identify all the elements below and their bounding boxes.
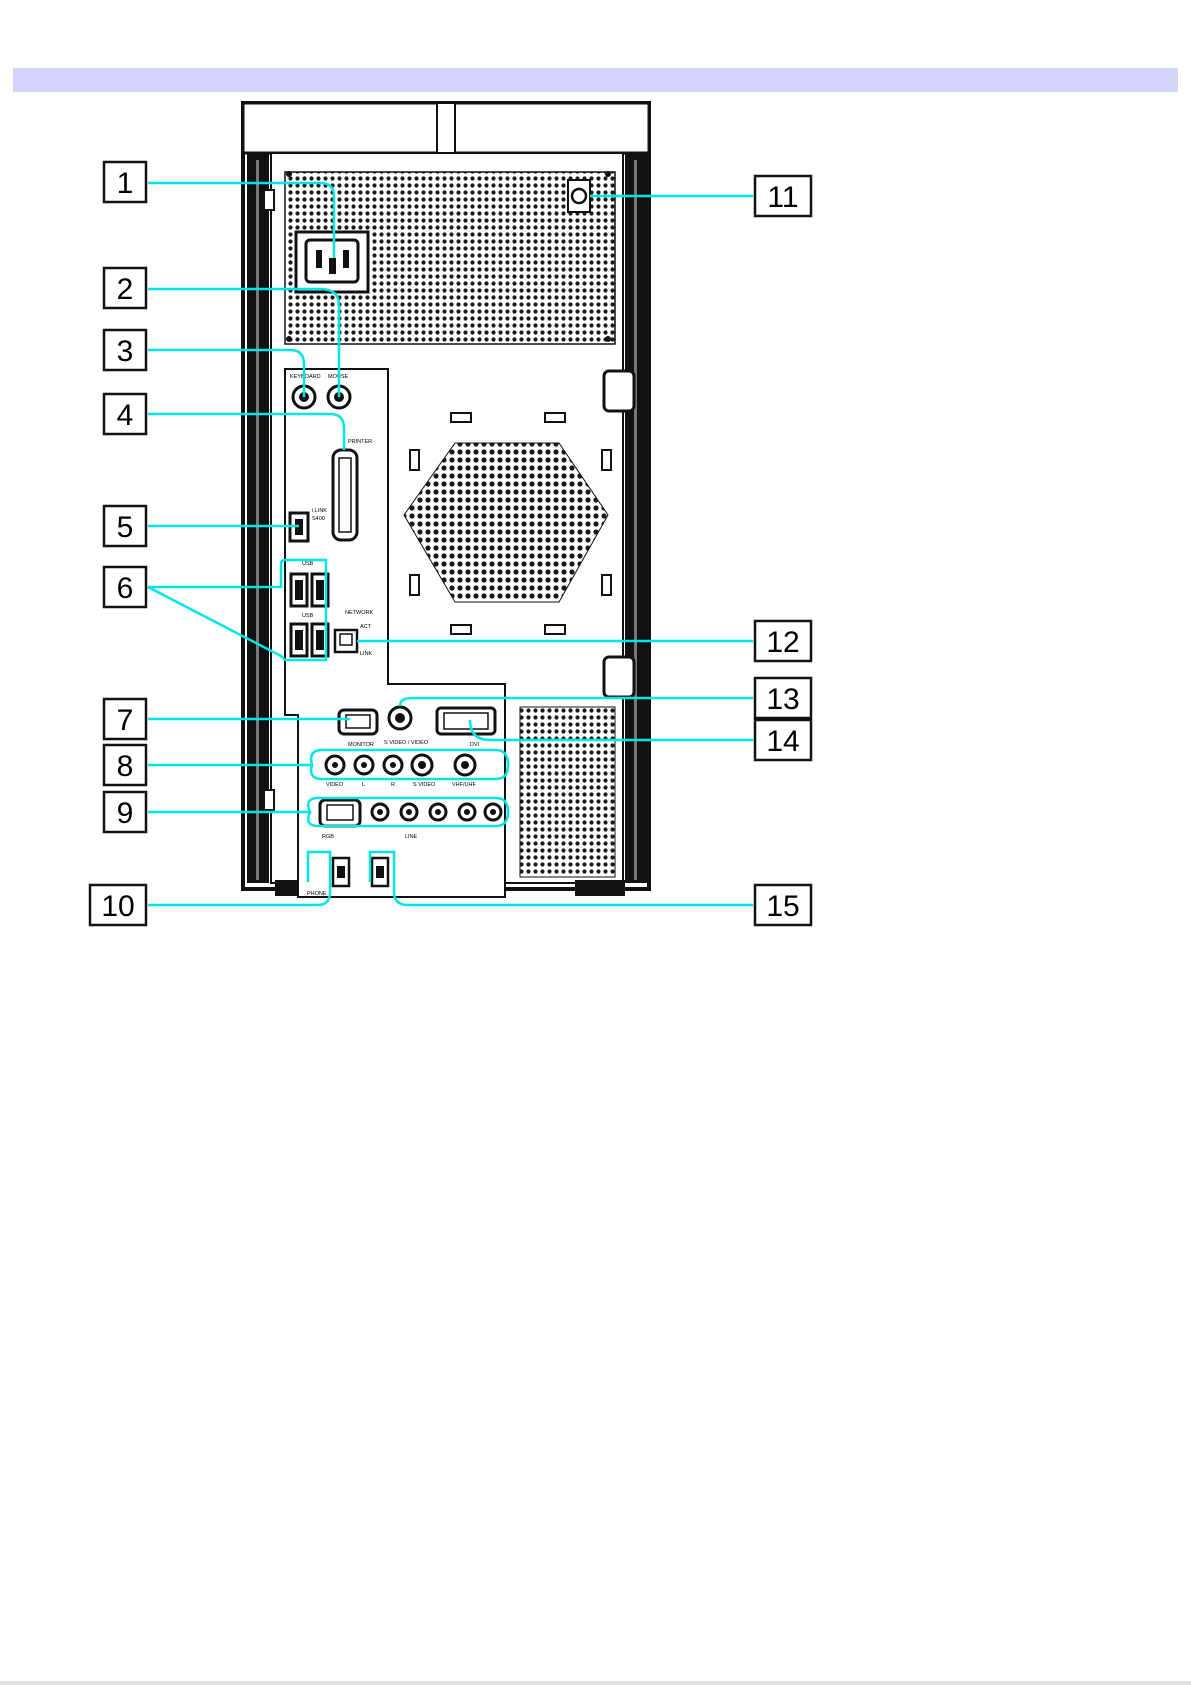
line-jack[interactable] [372,858,388,886]
svg-text:13: 13 [766,683,799,716]
callout-1: 1 [104,162,146,202]
callout-6: 6 [104,567,146,607]
svg-text:4: 4 [117,399,134,432]
svg-text:14: 14 [766,725,799,758]
svg-text:1: 1 [117,167,134,200]
av-r-label: R [391,782,395,788]
rgb-label: RGB [322,834,334,840]
svg-text:15: 15 [766,890,799,923]
rgb-input-port[interactable] [320,800,360,826]
svg-text:10: 10 [101,890,134,923]
callout-8: 8 [104,745,146,785]
usb-top-label: USB [302,561,314,567]
callout-4: 4 [104,394,146,434]
svideo-in-label: S VIDEO [413,782,436,788]
monitor-label: MONITOR [348,742,374,748]
callout-10: 10 [90,885,146,925]
act-label: ACT [360,624,372,630]
svg-text:5: 5 [117,511,134,544]
callout-15: 15 [755,885,811,925]
callout-3: 3 [104,330,146,370]
callout-9: 9 [104,792,146,832]
svg-text:8: 8 [117,750,134,783]
callout-12: 12 [755,621,811,661]
usb-bottom-label: USB [302,613,314,619]
svg-text:7: 7 [117,704,134,737]
network-label: NETWORK [345,610,373,616]
lower-vent [520,707,615,877]
svideo-out-label: S VIDEO / VIDEO [384,740,429,746]
svg-text:11: 11 [767,181,798,214]
line-label: LINE [405,834,418,840]
monitor-port[interactable] [339,710,377,734]
av-video-label: VIDEO [326,782,344,788]
vhf-label: VHF/UHF [452,782,476,788]
callout-7: 7 [104,699,146,739]
dvi-port[interactable] [437,708,495,734]
ilink-label: i.LINK [312,508,327,514]
printer-port[interactable] [333,450,357,540]
ac-power-inlet[interactable] [296,232,368,292]
callout-5: 5 [104,506,146,546]
network-port[interactable] [335,630,357,652]
phone-label: PHONE [307,891,327,897]
svg-text:3: 3 [117,335,134,368]
svg-text:2: 2 [117,273,134,306]
s-video-out-port[interactable] [389,707,411,729]
svg-text:9: 9 [117,797,134,830]
keyboard-label: KEYBOARD [290,374,321,380]
callout-11: 11 [755,176,811,216]
phone-jack[interactable] [333,858,349,886]
callout-2: 2 [104,268,146,308]
callout-14: 14 [755,720,811,760]
printer-label: PRINTER [348,439,372,445]
ilink-speed-label: S400 [312,516,325,522]
av-l-label: L [362,782,365,788]
dvi-label: DVI [470,742,480,748]
power-switch[interactable] [568,180,590,212]
bottom-rule [0,1681,1191,1685]
link-label: LINK [360,651,373,657]
svg-text:12: 12 [766,626,799,659]
callout-13: 13 [755,678,811,718]
svg-text:6: 6 [117,572,134,605]
